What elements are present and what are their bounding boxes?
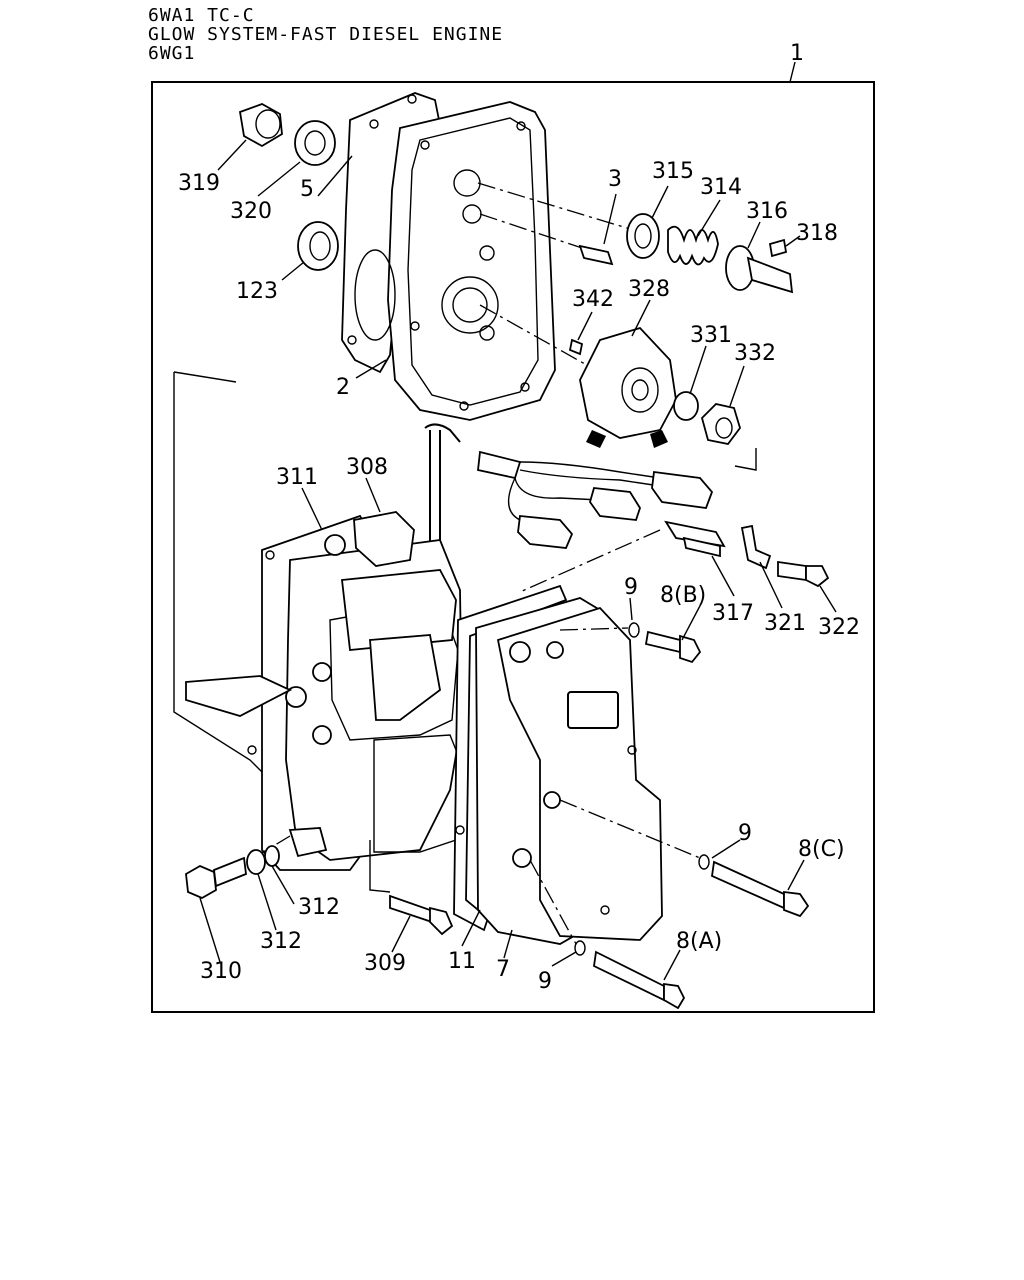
seat-315 [626,213,660,259]
rotor-assembly [479,304,757,471]
washer-9-lower [574,940,586,956]
key-342 [568,338,584,356]
callout-328: 328 [628,277,670,302]
callout-labels: 1 319 320 5 123 2 3 315 314 316 318 342 … [178,41,860,994]
harness-connector-body [477,450,522,480]
callout-311: 311 [276,465,318,490]
callout-322: 322 [818,615,860,640]
callout-312-upper: 312 [298,895,340,920]
controller-box [496,606,663,941]
bracket-321 [740,524,772,570]
bolt-8a [593,950,665,1002]
upper-housing-group [341,92,556,421]
washer-320 [294,120,336,166]
bolt-8b [644,630,681,654]
callout-310: 310 [200,959,242,984]
callout-331: 331 [690,323,732,348]
diagram-header: 6WA1 TC-C GLOW SYSTEM-FAST DIESEL ENGINE… [148,6,503,63]
callout-309: 309 [364,951,406,976]
bolt-322 [777,560,807,582]
callout-9-lower: 9 [538,969,552,994]
callout-3: 3 [608,167,622,192]
callout-318: 318 [796,221,838,246]
assembly-frame [151,81,875,1013]
washer-312a [246,849,266,875]
bracket-plate [185,675,293,717]
spring-314 [667,225,719,266]
washer-9-upper [628,622,640,638]
connector-c [517,515,574,549]
callout-8a: 8(A) [676,929,722,954]
washer-9-middle [698,854,710,870]
actuator-body-group [173,371,463,871]
lower-left-fasteners [185,835,454,936]
screw-318 [768,238,788,258]
left-fastener-parts [238,103,339,271]
callout-9-middle: 9 [738,821,752,846]
callout-9-upper: 9 [624,575,638,600]
label-plate [567,691,619,729]
connector-a [651,470,714,509]
callout-320: 320 [230,199,272,224]
leader-1 [789,61,796,83]
callout-123: 123 [236,279,278,304]
callout-312-lower: 312 [260,929,302,954]
bolt-310 [185,864,217,900]
leader-lines [199,139,837,981]
washer-312b [264,845,280,867]
bolt-8c [711,860,785,910]
bolts-group [529,622,810,1010]
rotor-328 [579,326,677,439]
callout-5: 5 [300,177,314,202]
callout-315: 315 [652,159,694,184]
callout-7: 7 [496,957,510,982]
callout-321: 321 [764,611,806,636]
system-title-line: GLOW SYSTEM-FAST DIESEL ENGINE [148,24,504,45]
seal-123 [297,221,339,271]
callout-1: 1 [790,41,804,66]
model-variant-line: 6WG1 [148,43,196,64]
housing-2 [387,101,556,421]
model-code-line: 6WA1 TC-C [148,5,255,26]
callout-8b: 8(B) [660,583,706,608]
callout-8c: 8(C) [798,837,845,862]
bolt-3 [578,244,614,266]
plug-319 [238,103,283,148]
spring-assembly [477,182,794,294]
callout-342: 342 [572,287,614,312]
washer-331 [673,391,699,421]
bracket-317 [664,520,726,548]
callout-2: 2 [336,375,350,400]
nozzle-308 [353,511,415,567]
connector-b [589,487,641,521]
callout-11: 11 [448,949,476,974]
callout-332: 332 [734,341,776,366]
callout-314: 314 [700,175,742,200]
callout-316: 316 [746,199,788,224]
bracket-parts [519,520,830,593]
connector-block [341,569,457,651]
gasket-11 [453,584,568,932]
callout-308: 308 [346,455,388,480]
callout-317: 317 [712,601,754,626]
wiring-harness [407,423,714,564]
cover-group [453,584,663,945]
bolt-309 [389,894,434,924]
callout-319: 319 [178,171,220,196]
